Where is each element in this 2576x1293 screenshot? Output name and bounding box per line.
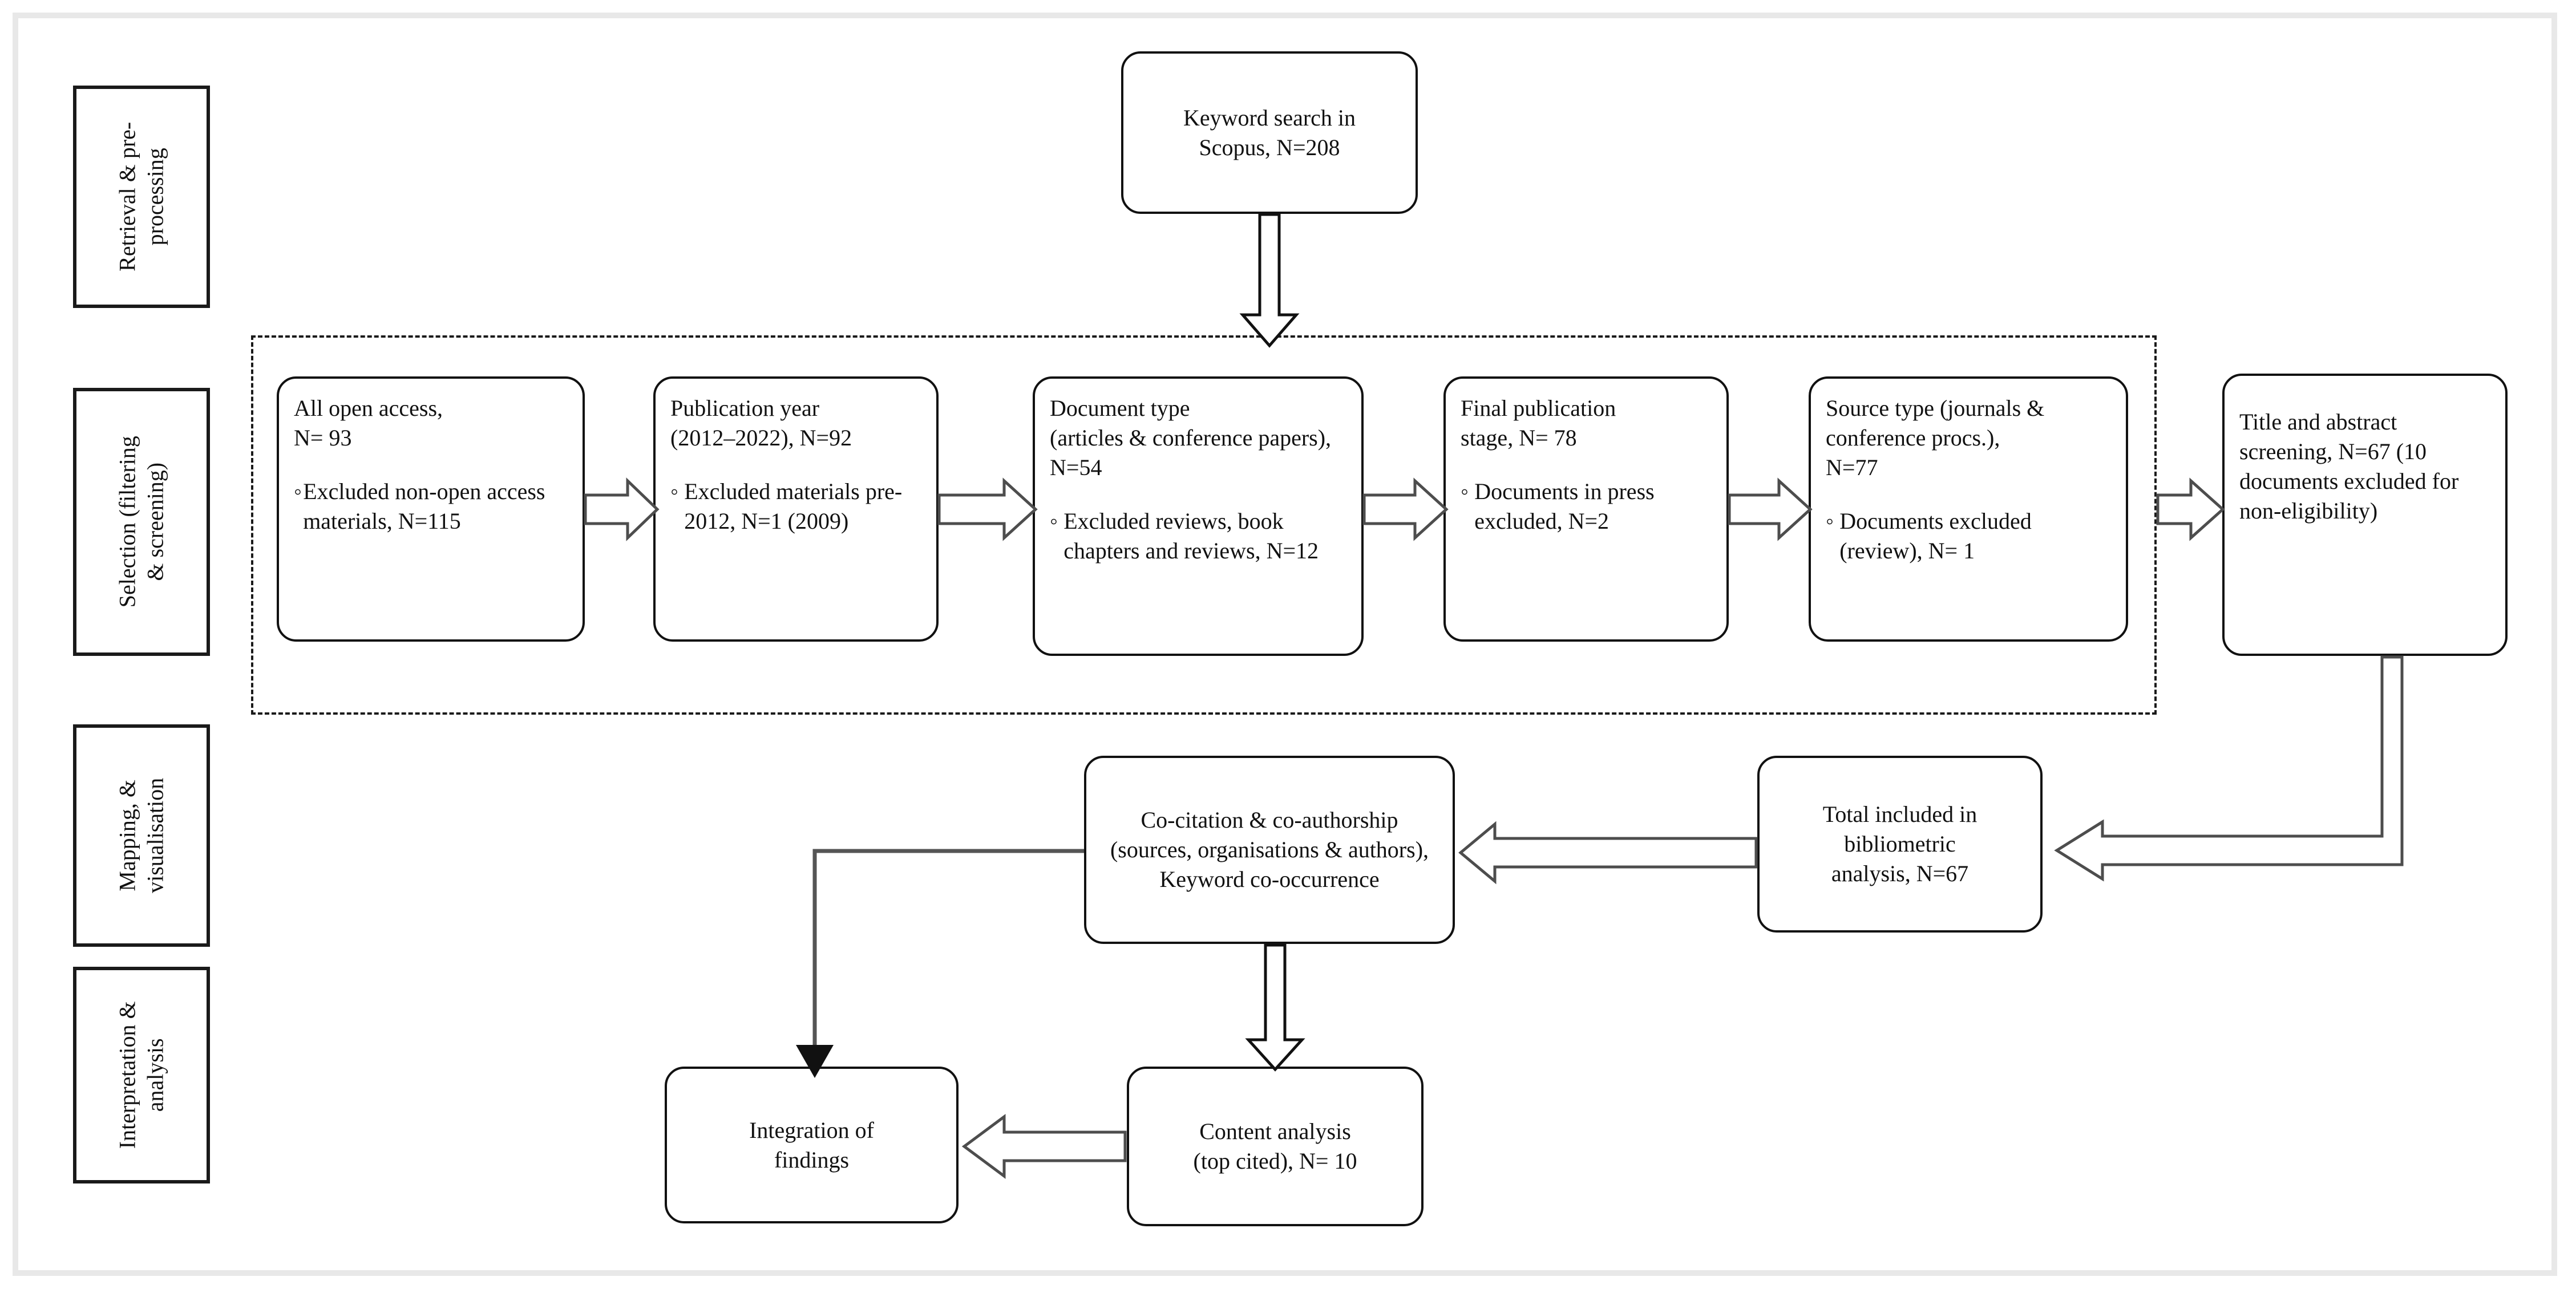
stage-label-mapping: Mapping, & visualisation bbox=[73, 724, 210, 947]
node-title-abstract: Title and abstract screening, N=67 (10 d… bbox=[2222, 374, 2508, 656]
stage-label-retrieval-text: Retrieval & pre- processing bbox=[114, 121, 168, 272]
node-source-type-bullet: ◦ Documents excluded (review), N= 1 bbox=[1826, 506, 2111, 566]
selection-group-region bbox=[251, 335, 2157, 715]
node-publication-year-title: Publication year(2012–2022), N=92 bbox=[670, 395, 852, 451]
bullet-circle-icon: ◦ bbox=[670, 479, 679, 504]
node-final-stage-bullet: ◦ Documents in press excluded, N=2 bbox=[1461, 477, 1712, 536]
node-open-access-bullet-text: Excluded non-open access materials, N=11… bbox=[303, 479, 545, 534]
bullet-circle-icon: ◦ bbox=[294, 479, 302, 504]
node-content-analysis: Content analysis(top cited), N= 10 bbox=[1127, 1067, 1424, 1226]
node-source-type-bullet-text: Documents excluded (review), N= 1 bbox=[1839, 508, 2032, 564]
stage-label-mapping-text: Mapping, & visualisation bbox=[114, 777, 168, 894]
node-title-abstract-text: Title and abstract screening, N=67 (10 d… bbox=[2239, 409, 2459, 524]
stage-label-interpretation: Interpretation & analysis bbox=[73, 967, 210, 1183]
bullet-circle-icon: ◦ bbox=[1826, 508, 1834, 534]
arrow-total-included-to-co-citation bbox=[1458, 821, 1758, 885]
stage-label-retrieval: Retrieval & pre- processing bbox=[73, 86, 210, 308]
node-open-access: All open access,N= 93 ◦ Excluded non-ope… bbox=[277, 376, 585, 642]
node-source-type: Source type (journals & conference procs… bbox=[1809, 376, 2128, 642]
node-publication-year-bullet-text: Excluded materials pre-2012, N=1 (2009) bbox=[684, 479, 903, 534]
arrow-content-analysis-to-integration bbox=[961, 1114, 1127, 1179]
node-document-type-bullet: ◦ Excluded reviews, book chapters and re… bbox=[1050, 506, 1346, 566]
node-open-access-title: All open access,N= 93 bbox=[294, 395, 443, 451]
bullet-circle-icon: ◦ bbox=[1461, 479, 1469, 504]
stage-label-selection-text: Selection (filtering & screening) bbox=[114, 436, 168, 608]
arrow-co-citation-to-content-analysis bbox=[1245, 943, 1305, 1072]
node-source-type-title: Source type (journals & conference procs… bbox=[1826, 395, 2045, 480]
bullet-circle-icon: ◦ bbox=[1050, 508, 1058, 534]
arrow-keyword-to-selection bbox=[1239, 213, 1300, 348]
arrow-co-citation-to-integration bbox=[796, 849, 1084, 1078]
node-open-access-bullet: ◦ Excluded non-open access materials, N=… bbox=[294, 477, 568, 536]
arrow-region-to-title-abstract bbox=[2156, 477, 2225, 541]
node-document-type-bullet-text: Excluded reviews, book chapters and revi… bbox=[1063, 508, 1319, 564]
node-final-stage-bullet-text: Documents in press excluded, N=2 bbox=[1474, 479, 1655, 534]
node-document-type: Document type(articles & conference pape… bbox=[1033, 376, 1364, 656]
node-publication-year: Publication year(2012–2022), N=92 ◦ Excl… bbox=[653, 376, 939, 642]
node-co-citation: Co-citation & co-authorship (sources, or… bbox=[1084, 756, 1455, 944]
stage-label-interpretation-text: Interpretation & analysis bbox=[114, 1001, 168, 1149]
node-document-type-title: Document type(articles & conference pape… bbox=[1050, 395, 1332, 480]
node-co-citation-text: Co-citation & co-authorship (sources, or… bbox=[1110, 807, 1429, 892]
node-content-analysis-text: Content analysis(top cited), N= 10 bbox=[1193, 1118, 1357, 1174]
stage-label-selection: Selection (filtering & screening) bbox=[73, 388, 210, 656]
node-publication-year-bullet: ◦ Excluded materials pre-2012, N=1 (2009… bbox=[670, 477, 921, 536]
